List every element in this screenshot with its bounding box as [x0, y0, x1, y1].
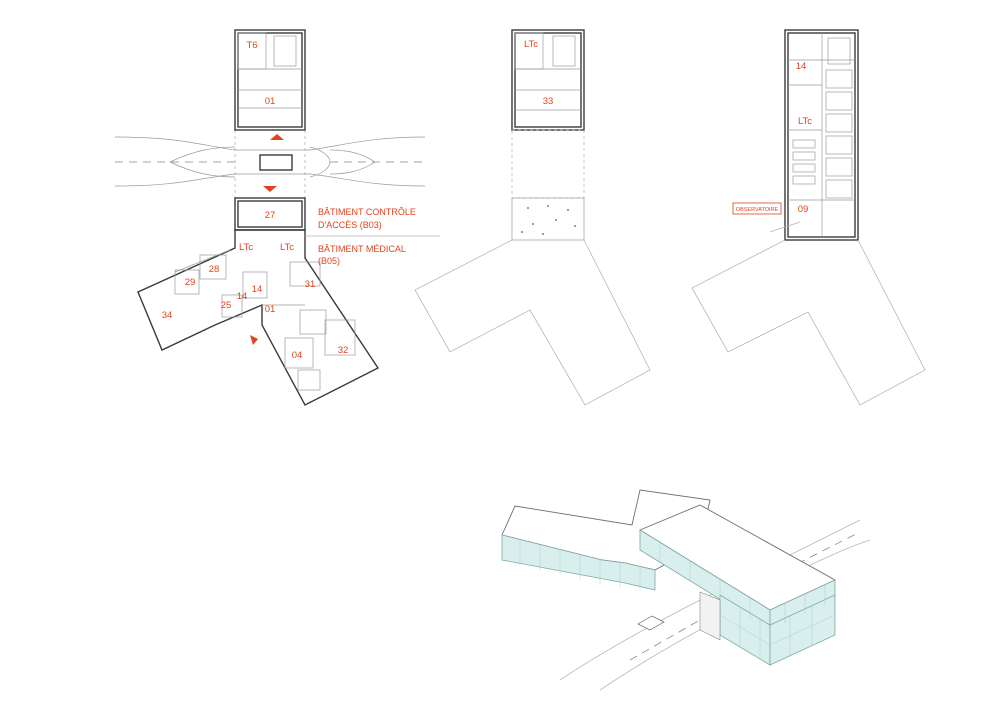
block-medical — [137, 229, 380, 406]
room-ltc-a: LTc — [239, 242, 253, 253]
room-ltc-right: LTc — [798, 116, 812, 127]
label-medical-line1: BÂTIMENT MÉDICAL — [318, 244, 406, 254]
label-access-line2: D'ACCÈS (B03) — [318, 220, 382, 230]
wing-upper — [639, 504, 836, 666]
plan-middle: LTc 33 — [414, 29, 651, 406]
canopy-left — [234, 130, 306, 198]
car-icon — [637, 615, 665, 631]
room-28: 28 — [209, 264, 220, 275]
room-31: 31 — [305, 279, 316, 290]
block-north-left — [234, 29, 306, 131]
road-left — [114, 136, 426, 187]
arrow-up-icon — [270, 134, 284, 140]
room-27: 27 — [265, 210, 276, 221]
plan-right: OBSERVATOIRE 14 LTc 09 — [691, 29, 926, 406]
room-ltc-b: LTc — [280, 242, 294, 253]
room-01-north: 01 — [265, 96, 276, 107]
room-25: 25 — [221, 300, 232, 311]
room-t6: T6 — [246, 40, 257, 51]
label-observatoire: OBSERVATOIRE — [736, 207, 779, 213]
room-34: 34 — [162, 310, 173, 321]
arrow-entry-icon — [250, 335, 258, 345]
room-04: 04 — [292, 350, 303, 361]
room-14-right: 14 — [796, 61, 807, 72]
label-medical-line2: (B05) — [318, 256, 340, 266]
room-01-medical: 01 — [265, 304, 276, 315]
column-dots — [521, 205, 576, 235]
axonometric-view — [501, 489, 871, 691]
room-14: 14 — [237, 291, 248, 302]
room-33: 33 — [543, 96, 554, 107]
plan-left: T6 01 27 LTc LTc 29 28 25 14 14 01 31 34… — [114, 29, 440, 406]
label-access-line1: BÂTIMENT CONTRÔLE — [318, 207, 416, 217]
desk-rows — [792, 69, 853, 199]
room-32: 32 — [338, 345, 349, 356]
arrow-down-icon — [263, 186, 277, 192]
room-14b: 14 — [252, 284, 263, 295]
room-ltc-middle: LTc — [524, 39, 538, 50]
room-29: 29 — [185, 277, 196, 288]
room-09: 09 — [798, 204, 809, 215]
